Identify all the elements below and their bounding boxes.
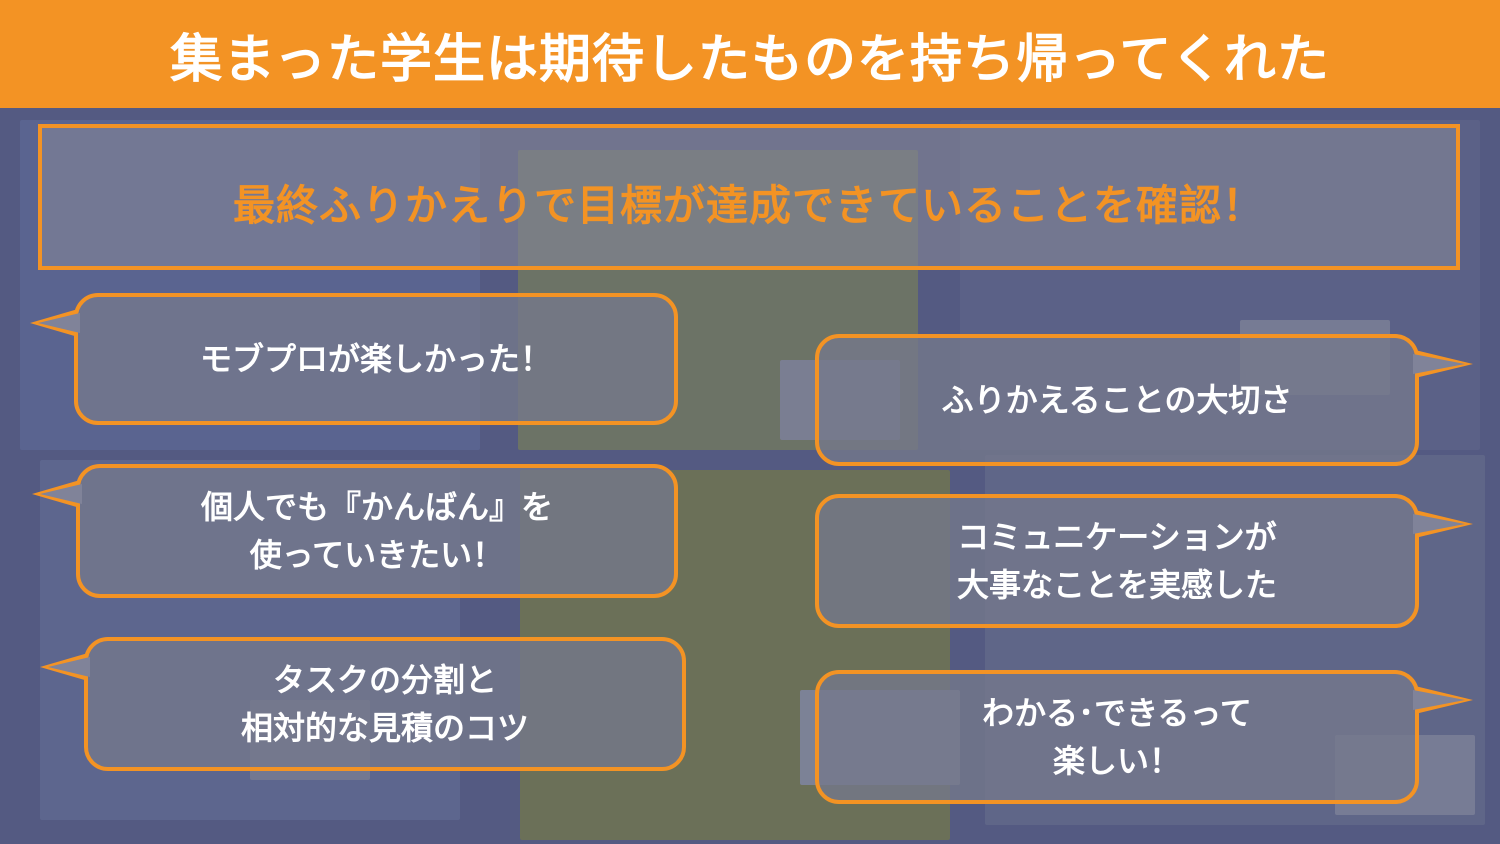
bubble-tail <box>40 484 82 504</box>
slide-title: 集まった学生は期待したものを持ち帰ってくれた <box>170 29 1330 90</box>
speech-bubble-left: タスクの分割と 相対的な見積のコツ <box>40 637 686 771</box>
goal-text: 最終ふりかえりで目標が達成できていることを確認！ <box>232 180 1265 230</box>
bubble-text: コミュニケーションが 大事なことを実感した <box>956 518 1277 604</box>
speech-bubble-right: わかる･できるって 楽しい！ <box>815 670 1473 804</box>
bubble-tail <box>48 657 90 677</box>
bubble-text: タスクの分割と 相対的な見積のコツ <box>240 661 529 747</box>
bubble-text: 個人でも『かんばん』を 使っていきたい！ <box>200 488 553 574</box>
bubble-text: わかる･できるって 楽しい！ <box>982 694 1252 780</box>
speech-bubble-left: 個人でも『かんばん』を 使っていきたい！ <box>32 464 678 598</box>
speech-bubble-left: モブプロが楽しかった！ <box>30 293 678 425</box>
speech-bubble-right: ふりかえることの大切さ <box>815 334 1473 466</box>
goal-banner: 最終ふりかえりで目標が達成できていることを確認！ <box>38 124 1460 270</box>
bubble-tail <box>1413 690 1465 710</box>
speech-bubble-right: コミュニケーションが 大事なことを実感した <box>815 494 1473 628</box>
bubble-tail <box>38 313 80 333</box>
bubble-text: モブプロが楽しかった！ <box>199 340 552 378</box>
bubble-text: ふりかえることの大切さ <box>941 381 1293 419</box>
bubble-tail <box>1413 514 1465 534</box>
bubble-tail <box>1413 354 1465 374</box>
title-bar: 集まった学生は期待したものを持ち帰ってくれた <box>0 0 1500 108</box>
